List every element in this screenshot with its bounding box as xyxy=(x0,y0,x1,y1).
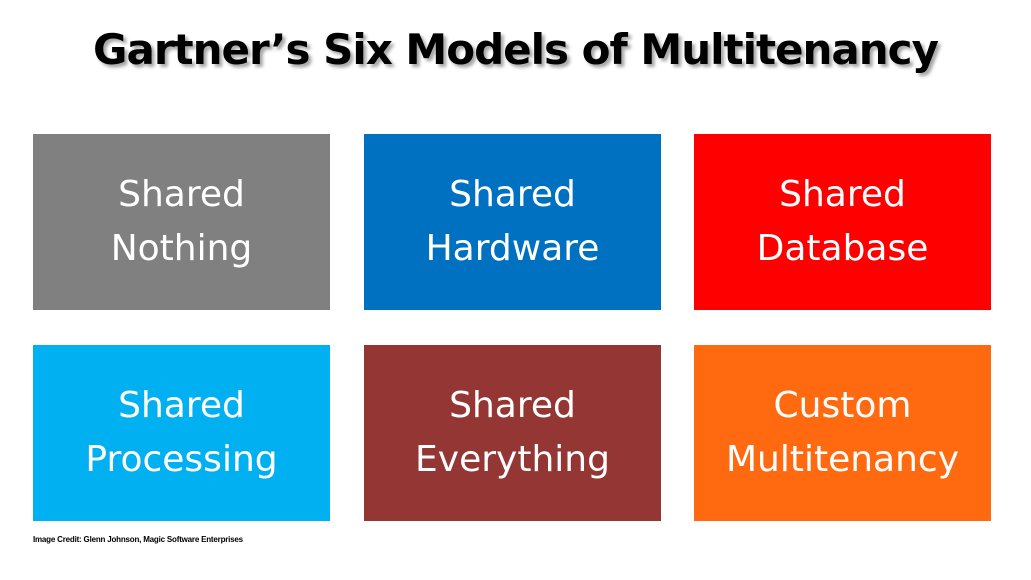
tile-label-line1: Shared xyxy=(449,174,576,215)
shared-everything-box: Shared Everything xyxy=(364,345,661,521)
shared-hardware-box: Shared Hardware xyxy=(364,134,661,310)
tile-label-line2: Hardware xyxy=(425,228,600,269)
image-credit: Image Credit: Glenn Johnson, Magic Softw… xyxy=(33,535,243,544)
tile-label-line1: Shared xyxy=(118,174,245,215)
shared-processing-box: Shared Processing xyxy=(33,345,330,521)
tile-label-line2: Database xyxy=(756,228,929,269)
custom-multitenancy-box: Custom Multitenancy xyxy=(694,345,991,521)
tile-label-line2: Processing xyxy=(85,439,278,480)
page-title: Gartner’s Six Models of Multitenancy xyxy=(93,25,939,74)
shared-nothing-box: Shared Nothing xyxy=(33,134,330,310)
tile-label-line1: Shared xyxy=(779,174,906,215)
tile-label-line2: Multitenancy xyxy=(725,439,960,480)
tile-label-line2: Everything xyxy=(415,439,610,480)
tile-label-line1: Shared xyxy=(118,385,245,426)
tile-label-line1: Custom xyxy=(773,385,912,426)
shared-database-box: Shared Database xyxy=(694,134,991,310)
tile-label-line2: Nothing xyxy=(110,228,253,269)
tile-label-line1: Shared xyxy=(449,385,576,426)
